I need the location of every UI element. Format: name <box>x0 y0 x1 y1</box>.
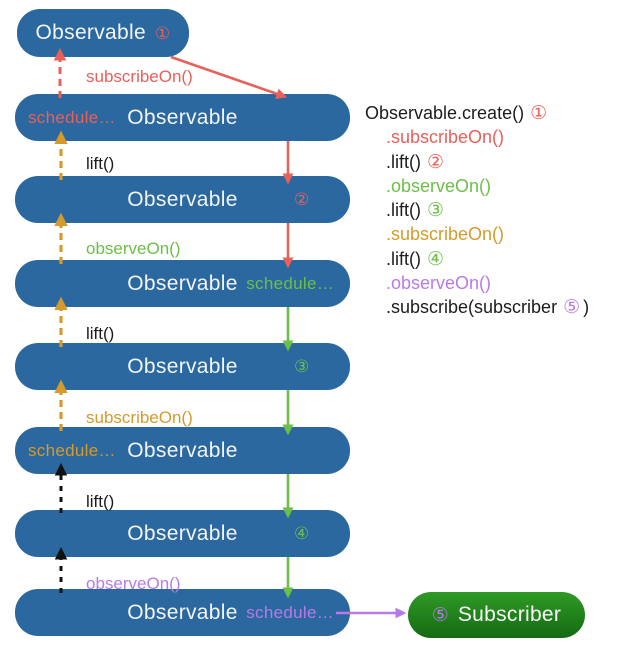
box-label: Observable <box>127 521 238 545</box>
scheduler-token: schedule… <box>28 440 116 460</box>
code-line: .observeOn() <box>386 273 492 294</box>
code-listing: Observable.create()① .subscribeOn() .lif… <box>365 101 589 320</box>
code-badge-5: ⑤ <box>563 297 581 319</box>
observable-box-1: Observable ① <box>17 9 189 57</box>
label-observeon-2: observeOn() <box>86 574 181 593</box>
code-line: Observable.create()① <box>365 103 548 124</box>
observable-box-3: Observable ② <box>15 176 350 223</box>
label-lift-1: lift() <box>86 154 115 173</box>
code-line: .subscribeOn() <box>386 224 505 245</box>
observable-text: Observable <box>35 21 146 44</box>
code-badge-1: ① <box>530 103 548 124</box>
box-label: Observable <box>127 187 238 211</box>
code-badge-4: ④ <box>427 248 445 270</box>
subscriber-text: Subscriber <box>457 603 562 626</box>
step-badge-2: ② <box>294 189 310 209</box>
label-lift-2: lift() <box>86 324 115 343</box>
box-label: Observable <box>127 354 238 378</box>
box-label: Observable <box>127 600 238 624</box>
observable-box-6: schedule… Observable <box>15 427 350 474</box>
step-badge-4: ④ <box>294 523 310 543</box>
box-label: Observable <box>127 271 238 295</box>
observable-box-5: Observable ③ <box>15 343 350 390</box>
code-line: .lift()③ <box>386 200 445 222</box>
label-subscribeon-1: subscribeOn() <box>86 67 193 86</box>
observable-box-2: schedule… Observable <box>15 94 350 141</box>
code-badge-2: ② <box>427 151 445 173</box>
code-line: .lift()④ <box>386 248 445 270</box>
observable-box-4: Observable schedule… <box>15 260 350 307</box>
box-label: Observable <box>127 105 238 129</box>
code-badge-3: ③ <box>427 200 445 222</box>
step-badge-3: ③ <box>294 356 310 376</box>
label-observeon-1: observeOn() <box>86 239 181 258</box>
box-label: Observable <box>127 438 238 462</box>
scheduler-token: schedule… <box>246 273 334 293</box>
scheduler-token: schedule… <box>28 107 116 127</box>
scheduler-token: schedule… <box>246 602 334 622</box>
step-badge-1: ① <box>154 24 171 43</box>
code-line: .subscribeOn() <box>386 127 505 148</box>
code-line: .lift()② <box>386 151 445 173</box>
code-line: .observeOn() <box>386 175 492 196</box>
observable-box-8: Observable schedule… <box>15 589 350 636</box>
label-lift-3: lift() <box>86 492 115 511</box>
label-subscribeon-2: subscribeOn() <box>86 408 193 427</box>
box-label: Observable ① <box>17 21 189 45</box>
step-badge-5: ⑤ <box>431 604 449 626</box>
observable-box-7: Observable ④ <box>15 510 350 557</box>
subscriber-box: ⑤ Subscriber <box>408 592 585 638</box>
